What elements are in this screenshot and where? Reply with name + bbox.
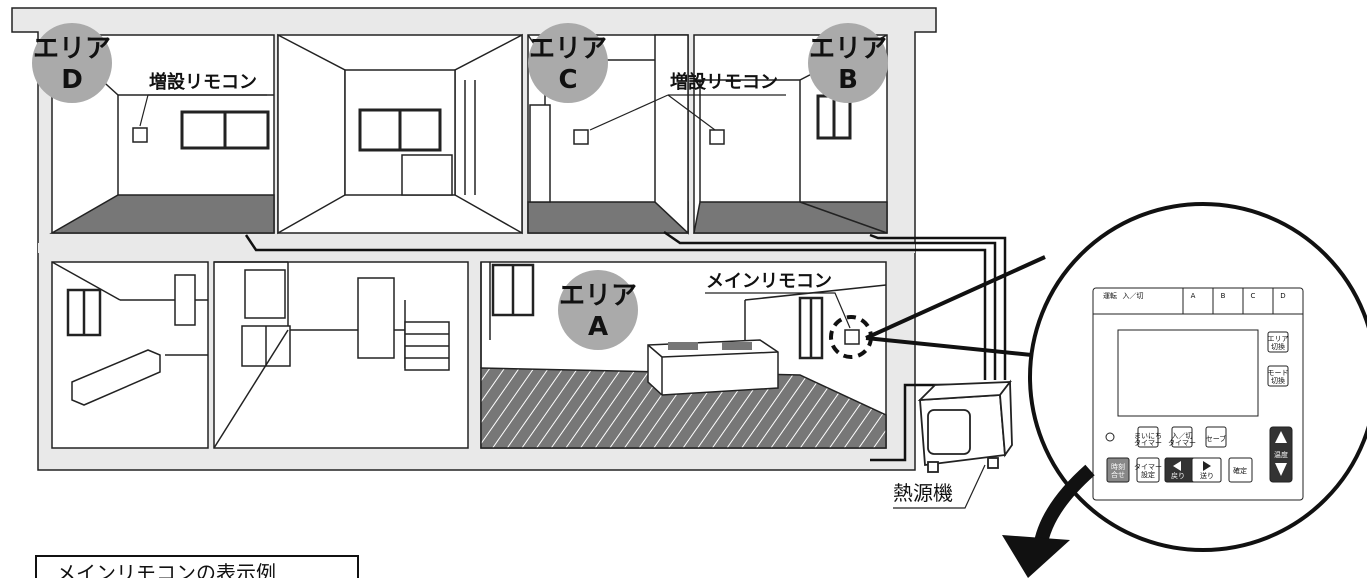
area-circle-b: エリア B [808,23,888,103]
zone-a-label: A [1191,292,1196,300]
daily-timer-label-2: タイマー [1134,438,1162,447]
forward-arrow-icon [1203,461,1211,471]
area-circle-c: エリア C [528,23,608,103]
temp-down-icon [1275,463,1287,476]
daily-timer-label-1: まいにち [1134,432,1162,440]
caption-text: メインリモコンの表示例 [56,561,276,578]
temp-label: 温度 [1274,450,1288,459]
remote-run-label: 運転 [1103,291,1117,300]
area-b-line2: B [838,65,858,95]
mode-switch-label-1: モード [1268,369,1289,377]
main-remote-label: メインリモコン [706,271,832,292]
zone-b-label: B [1221,292,1226,300]
back-label: 戻り [1171,471,1185,480]
heat-source-unit [917,379,1013,473]
confirm-label: 確定 [1233,466,1247,475]
onoff-timer-label-1: 入／切 [1172,432,1193,440]
save-label: セーブ [1206,434,1227,443]
room-area-a [480,261,887,449]
extra-remote-label-right: 増設リモコン [670,71,778,93]
zone-c-label: C [1251,292,1256,300]
remote-leaders [139,94,851,329]
pointing-arrow-icon [1002,464,1095,578]
area-c-line1: エリア [529,34,607,64]
remote-panel [1092,287,1304,501]
clock-set-label-2: 合せ [1111,470,1125,479]
area-c-line2: C [558,65,577,95]
heat-source-label: 熱源機 [893,481,953,505]
zone-d-label: D [1280,292,1285,300]
area-d-line1: エリア [33,34,111,64]
timer-set-label-1: タイマー [1134,462,1162,471]
remote-arrows [1173,431,1287,476]
area-circle-d: エリア D [32,23,112,103]
mode-switch-label-2: 切換 [1271,376,1285,385]
extra-remote-label-left: 増設リモコン [149,71,257,93]
remote-markers [132,127,860,345]
area-switch-label-1: エリア [1268,335,1289,343]
onoff-timer-label-2: タイマー [1168,438,1196,447]
room-bath [51,261,209,449]
area-a-line2: A [588,312,608,342]
clock-set-label-1: 時刻 [1111,462,1125,471]
heat-source-leader [893,464,986,509]
remote-onoff-label: 入／切 [1123,292,1144,300]
area-b-line1: エリア [809,34,887,64]
area-switch-label-2: 切換 [1271,342,1285,351]
forward-label: 送り [1200,471,1214,480]
temp-up-icon [1275,431,1287,443]
remote-labels: 運転 入／切 A B C D エリア 切換 モード 切換 まいにち タイマー 入… [1103,291,1289,480]
room-kitchen [213,261,469,449]
area-d-line2: D [61,65,83,95]
area-a-line1: エリア [559,281,637,311]
timer-set-label-2: 設定 [1141,470,1155,479]
caption-box: メインリモコンの表示例 [35,555,359,578]
wiring [244,230,1007,462]
area-circle-a: エリア A [558,270,638,350]
back-arrow-icon [1173,461,1181,471]
room-upper-middle [277,33,523,235]
